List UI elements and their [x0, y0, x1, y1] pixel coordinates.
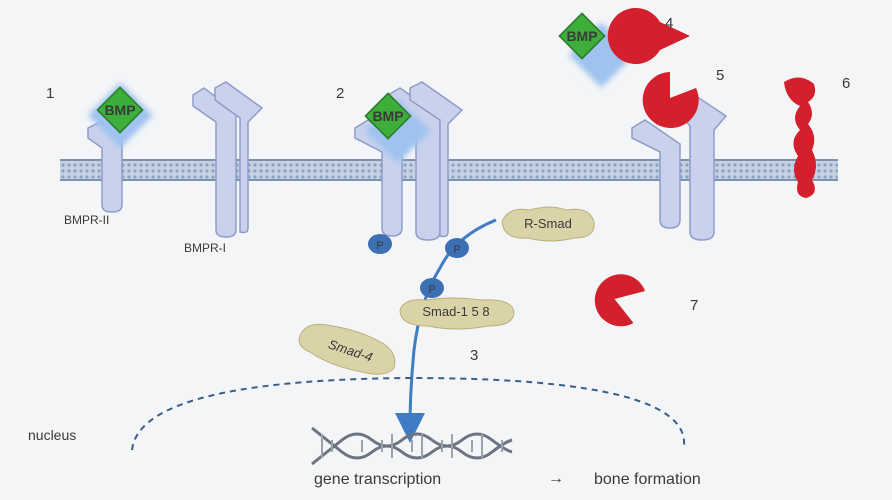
r-smad-label: R-Smad: [524, 216, 572, 231]
step-number-7: 7: [690, 297, 698, 314]
phosphate-group-1: P: [368, 234, 392, 254]
phosphate-group-3: P: [420, 278, 444, 298]
phosphate-group-2: P: [445, 238, 469, 258]
smad-4: Smad-4: [298, 323, 396, 375]
outcome-arrow: →: [548, 470, 564, 487]
step-number-2: 2: [336, 85, 344, 102]
antagonist-membrane-protein: [784, 77, 816, 198]
antagonist-bound-bmp: [607, 7, 690, 64]
bmp-ligand-1: BMP: [96, 86, 144, 134]
step-number-5: 5: [716, 67, 724, 84]
smad-158-label: Smad-1 5 8: [422, 304, 489, 319]
nucleus-membrane: [131, 376, 686, 451]
bmp-label-1: BMP: [104, 102, 135, 118]
r-smad: R-Smad: [501, 206, 595, 242]
receptor-complex-blocked: [631, 91, 728, 241]
step-number-1: 1: [46, 85, 54, 102]
dna-helix: [311, 426, 513, 466]
smad-158: Smad-1 5 8: [399, 297, 515, 330]
receptor-bmpr-ii-alone: [87, 121, 123, 213]
bmpr-i-label: BMPR-I: [184, 241, 226, 255]
bmp-glows: [87, 22, 634, 164]
phosphate-label-3: P: [428, 284, 435, 296]
antagonist-free: [594, 274, 646, 327]
receptor-bmpr-i-alone: [192, 81, 264, 238]
antagonist-receptor-bound: [642, 72, 699, 128]
bmp-ligand-2: BMP: [364, 92, 412, 140]
bmp-ligand-4: BMP: [558, 12, 606, 60]
phosphate-label-2: P: [453, 244, 460, 256]
step-number-4: 4: [665, 15, 673, 32]
phosphate-label-1: P: [376, 240, 383, 252]
bmp-label-2: BMP: [372, 108, 403, 124]
gene-transcription-label: gene transcription: [314, 471, 441, 488]
bone-formation-label: bone formation: [594, 471, 701, 488]
bmpr-ii-label: BMPR-II: [64, 213, 109, 227]
step-number-3: 3: [470, 347, 478, 364]
step-number-6: 6: [842, 75, 850, 92]
nucleus-label: nucleus: [28, 427, 76, 443]
bmp-label-4: BMP: [566, 28, 597, 44]
cell-membrane: [60, 159, 838, 181]
